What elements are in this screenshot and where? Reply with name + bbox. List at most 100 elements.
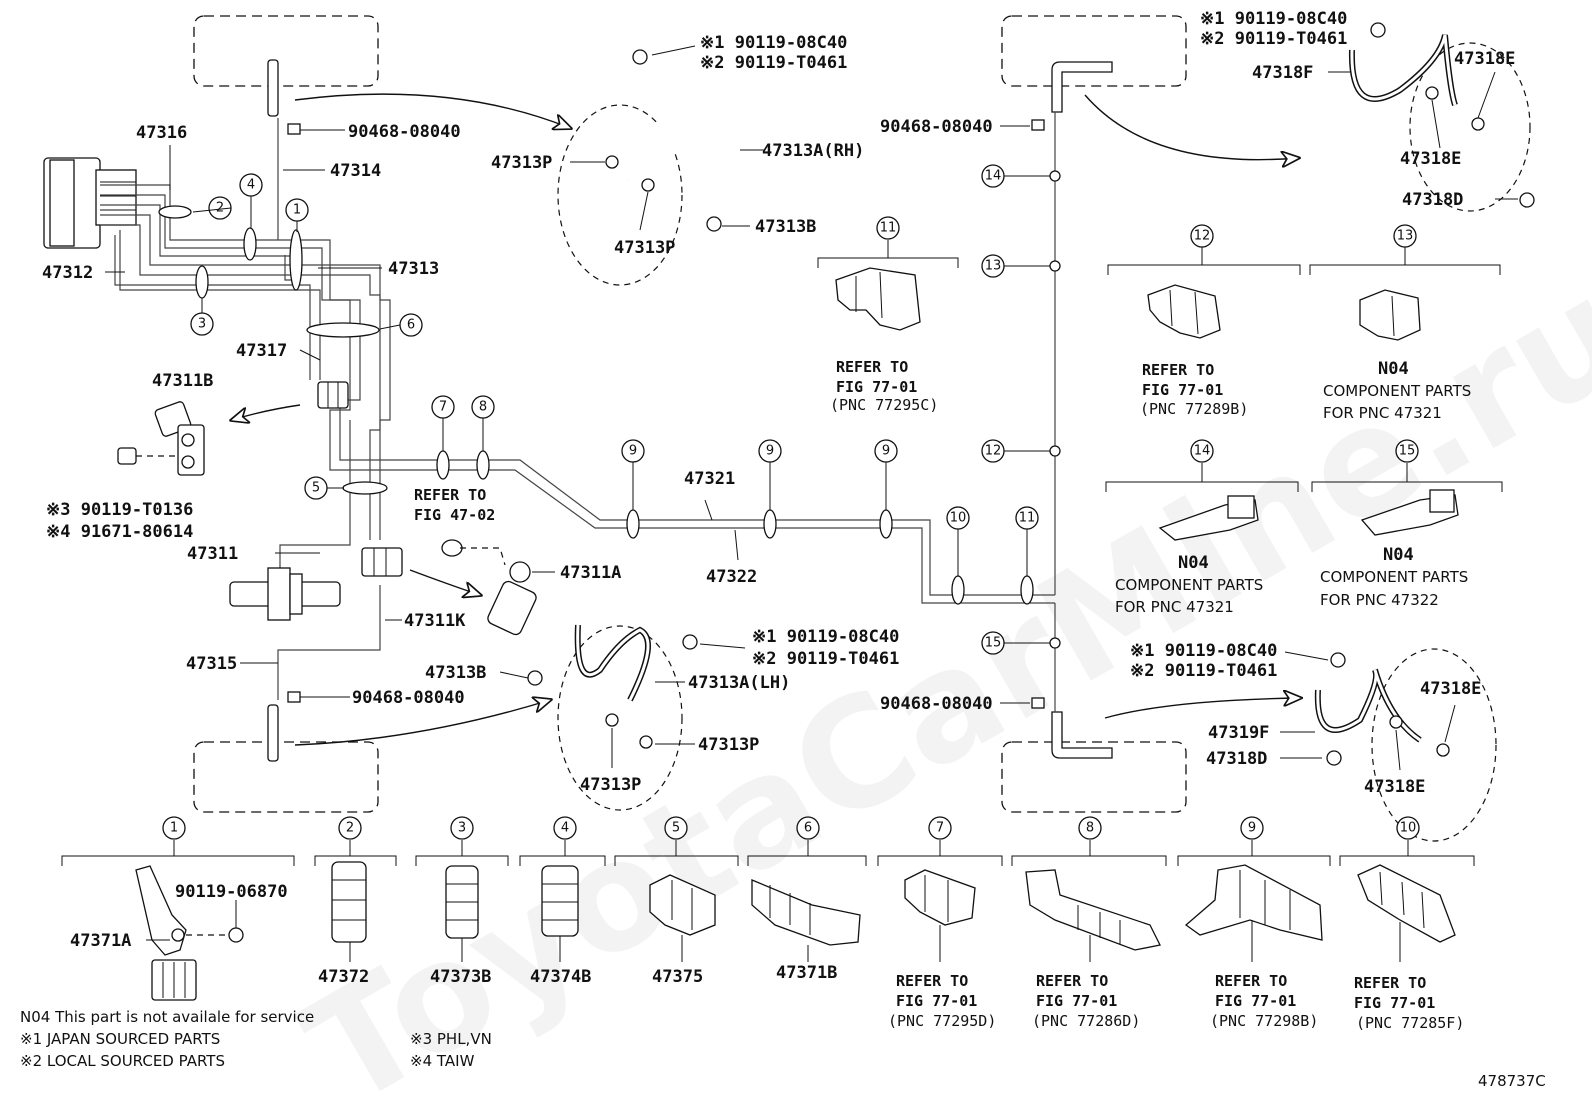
label-47313a-lh: 47313A(LH) <box>688 673 790 693</box>
label-bolt-rt-1: ※1 90119-08C40 <box>1200 9 1347 29</box>
clamp-15-desc1: COMPONENT PARTS <box>1320 568 1468 586</box>
callout-11: 11 <box>1019 511 1036 526</box>
clamp-9-refer: REFER TO <box>1215 972 1287 990</box>
label-47313p-b: 47313P <box>614 238 675 258</box>
clamp-panel-10: 10 REFER TO FIG 77-01 (PNC 77285F) <box>1339 816 1475 1032</box>
clamp-panel-12: 12 REFER TO FIG 77-01 (PNC 77289B) <box>1107 224 1301 418</box>
brake-line-bundle <box>100 112 1056 712</box>
clip-markers <box>287 119 1045 709</box>
clamp-panel-3: 3 47373B <box>415 816 509 987</box>
label-bolt-top-2: ※2 90119-T0461 <box>700 53 847 73</box>
label-47313b-low: 47313B <box>425 663 486 683</box>
valve-47311a <box>441 539 537 636</box>
label-bolt-rl-1: ※1 90119-08C40 <box>1130 641 1277 661</box>
clamp-3-part: 47373B <box>430 967 491 987</box>
clamp-13-number: 13 <box>1397 229 1414 244</box>
label-47313: 47313 <box>388 259 439 279</box>
callout-10: 10 <box>950 511 967 526</box>
clamp-11-fig: FIG 77-01 <box>836 378 917 396</box>
label-47318e-a: 47318E <box>1454 49 1515 69</box>
leader-lines <box>105 45 1518 771</box>
clamp-8-pnc: (PNC 77286D) <box>1032 1012 1140 1030</box>
clamp-2-part: 47372 <box>318 967 369 987</box>
label-90468-c: 90468-08040 <box>880 117 993 137</box>
clamp-8-fig: FIG 77-01 <box>1036 992 1117 1010</box>
label-47311: 47311 <box>187 544 238 564</box>
clamp-panel-13: 13 N04 COMPONENT PARTS FOR PNC 47321 <box>1309 224 1501 422</box>
label-47316: 47316 <box>136 123 187 143</box>
clamp-12-pnc: (PNC 77289B) <box>1140 400 1248 418</box>
clamp-10-pnc: (PNC 77285F) <box>1356 1014 1464 1032</box>
clamp-panel-5: 5 47375 <box>614 816 739 987</box>
label-47314: 47314 <box>330 161 381 181</box>
clamp-15-desc2: FOR PNC 47322 <box>1320 591 1439 609</box>
clamp-panel-2: 2 47372 <box>314 816 397 987</box>
label-47319f: 47319F <box>1208 723 1269 743</box>
clamp-9-fig: FIG 77-01 <box>1215 992 1296 1010</box>
bracket-47311b <box>117 401 205 476</box>
hose-47313a-lh <box>527 624 698 749</box>
clamp-14-desc2: FOR PNC 47321 <box>1115 598 1234 616</box>
clamp-panel-1: 1 90119-06870 47371A <box>61 816 295 1001</box>
label-47311b: 47311B <box>152 371 213 391</box>
label-bolt-mid-1: ※1 90119-08C40 <box>752 627 899 647</box>
part-labels: 47316 47314 47312 47313 47317 47311B 473… <box>42 9 1515 797</box>
figure-id: 478737C <box>1478 1072 1546 1090</box>
hose-47318f <box>1348 22 1535 208</box>
front-right-hose-circle <box>1409 42 1531 212</box>
label-47312: 47312 <box>42 263 93 283</box>
label-90468-d: 90468-08040 <box>880 694 993 714</box>
clamp-13-code: N04 <box>1378 359 1409 379</box>
clamp-12-number: 12 <box>1194 229 1211 244</box>
callout-9a: 9 <box>629 444 637 459</box>
direction-arrows <box>232 93 1300 746</box>
clamp-6-number: 6 <box>804 821 812 836</box>
label-refer-47-2: FIG 47-02 <box>414 506 495 524</box>
junction-47311k <box>361 547 403 577</box>
callout-4: 4 <box>247 178 255 193</box>
clamp-12-refer: REFER TO <box>1142 361 1214 379</box>
clamp-7-number: 7 <box>936 821 944 836</box>
callout-6: 6 <box>407 318 415 333</box>
label-47313a-rh: 47313A(RH) <box>762 141 864 161</box>
rear-right-wheel-box <box>1001 741 1187 813</box>
callout-3: 3 <box>198 317 206 332</box>
note-taiw: ※4 TAIW <box>410 1052 475 1070</box>
label-90468-a: 90468-08040 <box>348 122 461 142</box>
clamp-11-pnc: (PNC 77295C) <box>830 396 938 414</box>
front-left-wheel-box <box>193 15 379 87</box>
label-bolt-b-4: ※4 91671-80614 <box>46 522 193 542</box>
clamp-7-fig: FIG 77-01 <box>896 992 977 1010</box>
footnotes: N04 This part is not availale for servic… <box>20 1008 1546 1090</box>
clamp-3-number: 3 <box>458 821 466 836</box>
clamp-9-pnc: (PNC 77298B) <box>1210 1012 1318 1030</box>
label-47318e-c: 47318E <box>1420 679 1481 699</box>
label-47313p-a: 47313P <box>491 153 552 173</box>
clamp-13-desc2: FOR PNC 47321 <box>1323 404 1442 422</box>
clamp-7-refer: REFER TO <box>896 972 968 990</box>
clamp-panel-4: 4 47374B <box>519 816 606 987</box>
label-47315: 47315 <box>186 654 237 674</box>
clamp-panel-9: 9 REFER TO FIG 77-01 (PNC 77298B) <box>1177 816 1331 1030</box>
clamp-6-part: 47371B <box>776 963 837 983</box>
clamp-13-desc1: COMPONENT PARTS <box>1323 382 1471 400</box>
callout-numbers: 1 2 3 4 5 6 7 8 9 9 9 10 11 12 13 14 15 <box>198 169 1035 651</box>
clamp-11-number: 11 <box>880 221 897 236</box>
label-47313p-d: 47313P <box>580 775 641 795</box>
master-cylinder-47311 <box>229 567 341 621</box>
clamp-14-code: N04 <box>1178 553 1209 573</box>
clamp-8-number: 8 <box>1086 821 1094 836</box>
label-90468-b: 90468-08040 <box>352 688 465 708</box>
hose-47319f <box>1314 652 1450 766</box>
clamp-15-code: N04 <box>1383 545 1414 565</box>
callout-2: 2 <box>216 201 224 216</box>
bundle-clamps <box>158 205 1034 605</box>
label-refer-47-1: REFER TO <box>414 486 486 504</box>
front-right-wheel-box <box>1001 15 1187 87</box>
clamp-10-refer: REFER TO <box>1354 974 1426 992</box>
clamp-2-number: 2 <box>346 821 354 836</box>
callout-7: 7 <box>439 400 447 415</box>
clamp-10-fig: FIG 77-01 <box>1354 994 1435 1012</box>
label-47318e-b: 47318E <box>1400 149 1461 169</box>
